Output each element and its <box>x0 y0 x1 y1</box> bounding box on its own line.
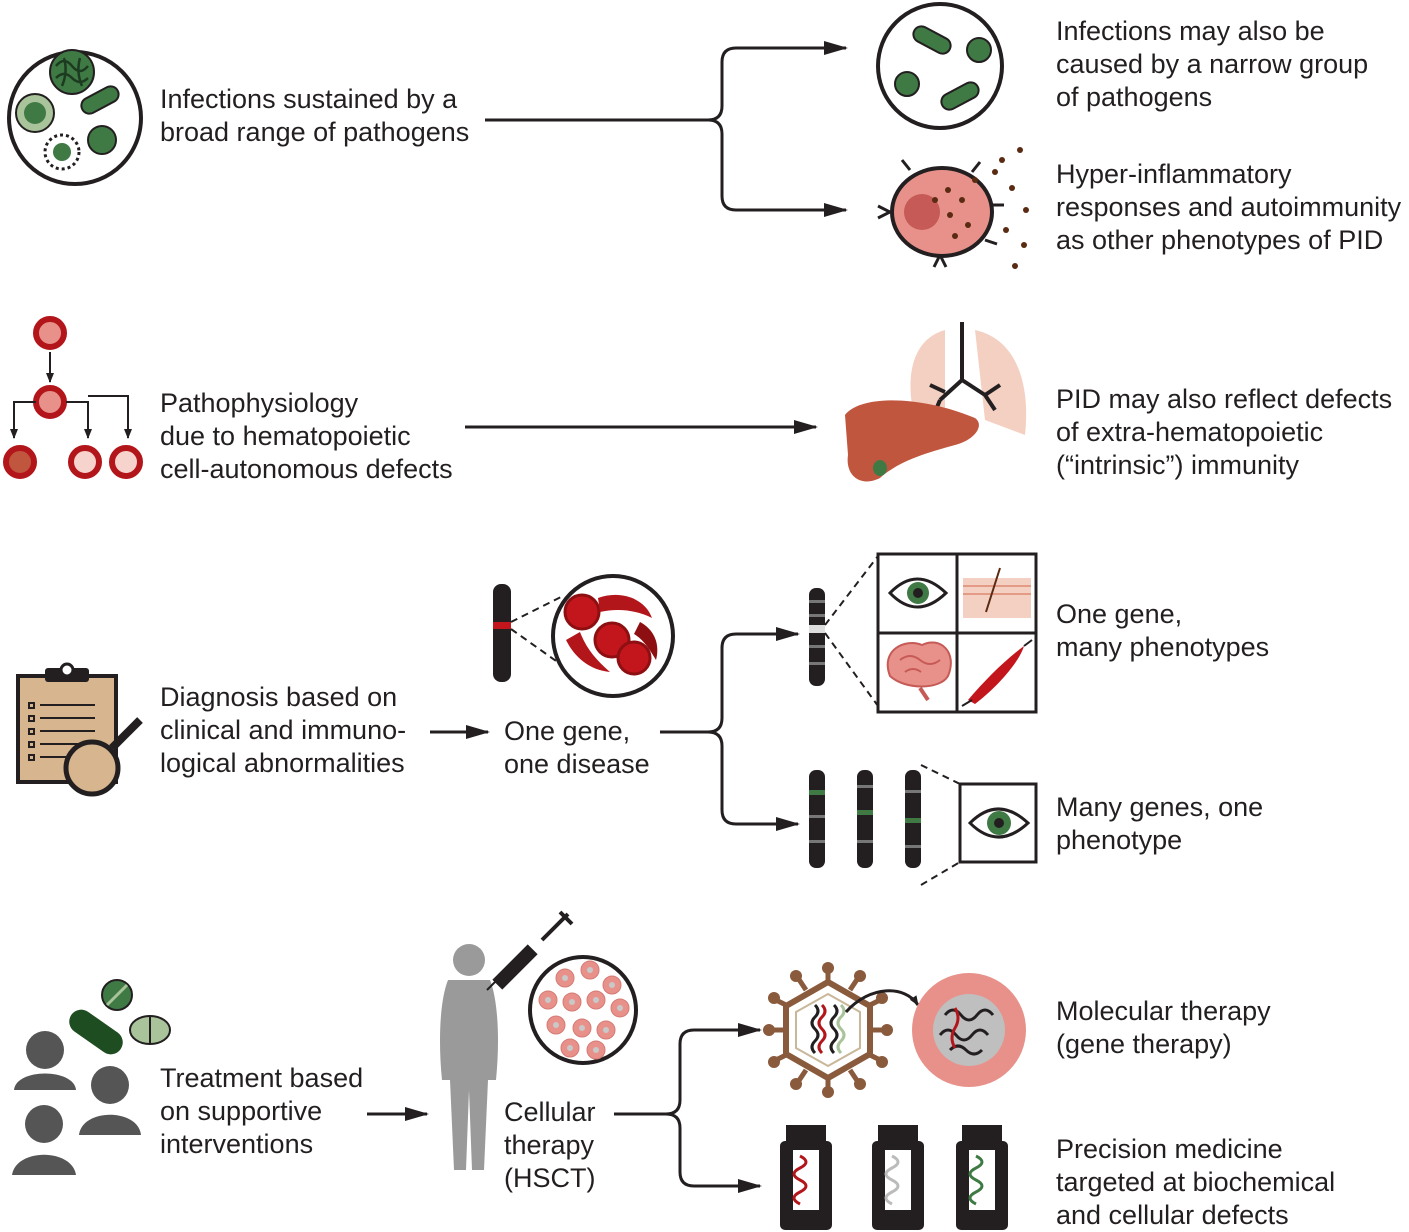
intrinsic-immunity-label: PID may also reflect defects of extra-he… <box>1056 384 1393 480</box>
target-cell-icon <box>912 973 1026 1087</box>
pills-icon <box>69 979 171 1055</box>
eye-icon <box>887 577 949 609</box>
sickle-cells-icon <box>551 574 675 698</box>
one-gene-many-phenotypes-label: One gene, many phenotypes <box>1056 599 1270 662</box>
cellular-therapy-label: Cellular therapy (HSCT) <box>504 1097 596 1193</box>
arrow-treatment-lower <box>665 1112 762 1193</box>
arrow-infections-lower <box>707 118 848 217</box>
eye-icon <box>958 782 1038 864</box>
arrow-diagnosis-upper <box>660 627 800 734</box>
arrow-treatment-upper <box>614 1023 762 1116</box>
stem-cells-icon <box>528 955 638 1065</box>
molecular-therapy-label: Molecular therapy (gene therapy) <box>1056 996 1271 1059</box>
chromosome-set-icon <box>809 764 961 886</box>
viral-vector-icon <box>763 962 920 1098</box>
medicine-bottle-icon <box>780 1125 832 1230</box>
hematopoietic-lineage-icon <box>3 316 143 479</box>
one-gene-one-disease-label: One gene, one disease <box>504 716 650 779</box>
liver-lung-icon <box>845 322 1027 482</box>
pathophysiology-label: Pathophysiology due to hematopoietic cel… <box>160 388 453 484</box>
treatment-label: Treatment based on supportive interventi… <box>160 1063 364 1159</box>
syringe-icon <box>486 910 574 991</box>
people-icon <box>12 1031 141 1175</box>
skin-icon <box>963 567 1031 618</box>
precision-medicine-label: Precision medicine targeted at biochemic… <box>1056 1134 1336 1230</box>
phenotype-grid-icon <box>876 552 1038 714</box>
narrow-pathogens-icon <box>876 2 1004 130</box>
medicine-bottle-icon <box>956 1125 1008 1230</box>
diagnosis-label: Diagnosis based on clinical and immuno- … <box>160 682 407 778</box>
many-genes-one-phenotype-label: Many genes, one phenotype <box>1056 792 1264 855</box>
medicine-bottle-icon <box>872 1125 924 1230</box>
broad-pathogens-icon <box>7 49 143 186</box>
broad-pathogens-label: Infections sustained by a broad range of… <box>160 84 470 147</box>
chromosome-icon <box>493 584 567 682</box>
muscle-icon <box>961 639 1033 707</box>
human-figure-icon <box>440 944 498 1170</box>
hyper-inflammatory-label: Hyper-inflammatory responses and autoimm… <box>1056 159 1402 255</box>
narrow-pathogens-label: Infections may also be caused by a narro… <box>1056 16 1369 112</box>
arrow-infections-connector <box>485 41 848 122</box>
arrow-diagnosis-lower <box>707 730 800 831</box>
brain-icon <box>886 641 952 702</box>
chromosome-icon <box>809 555 879 707</box>
clipboard-magnifier-icon <box>16 662 143 797</box>
inflammatory-cell-icon <box>877 147 1029 269</box>
